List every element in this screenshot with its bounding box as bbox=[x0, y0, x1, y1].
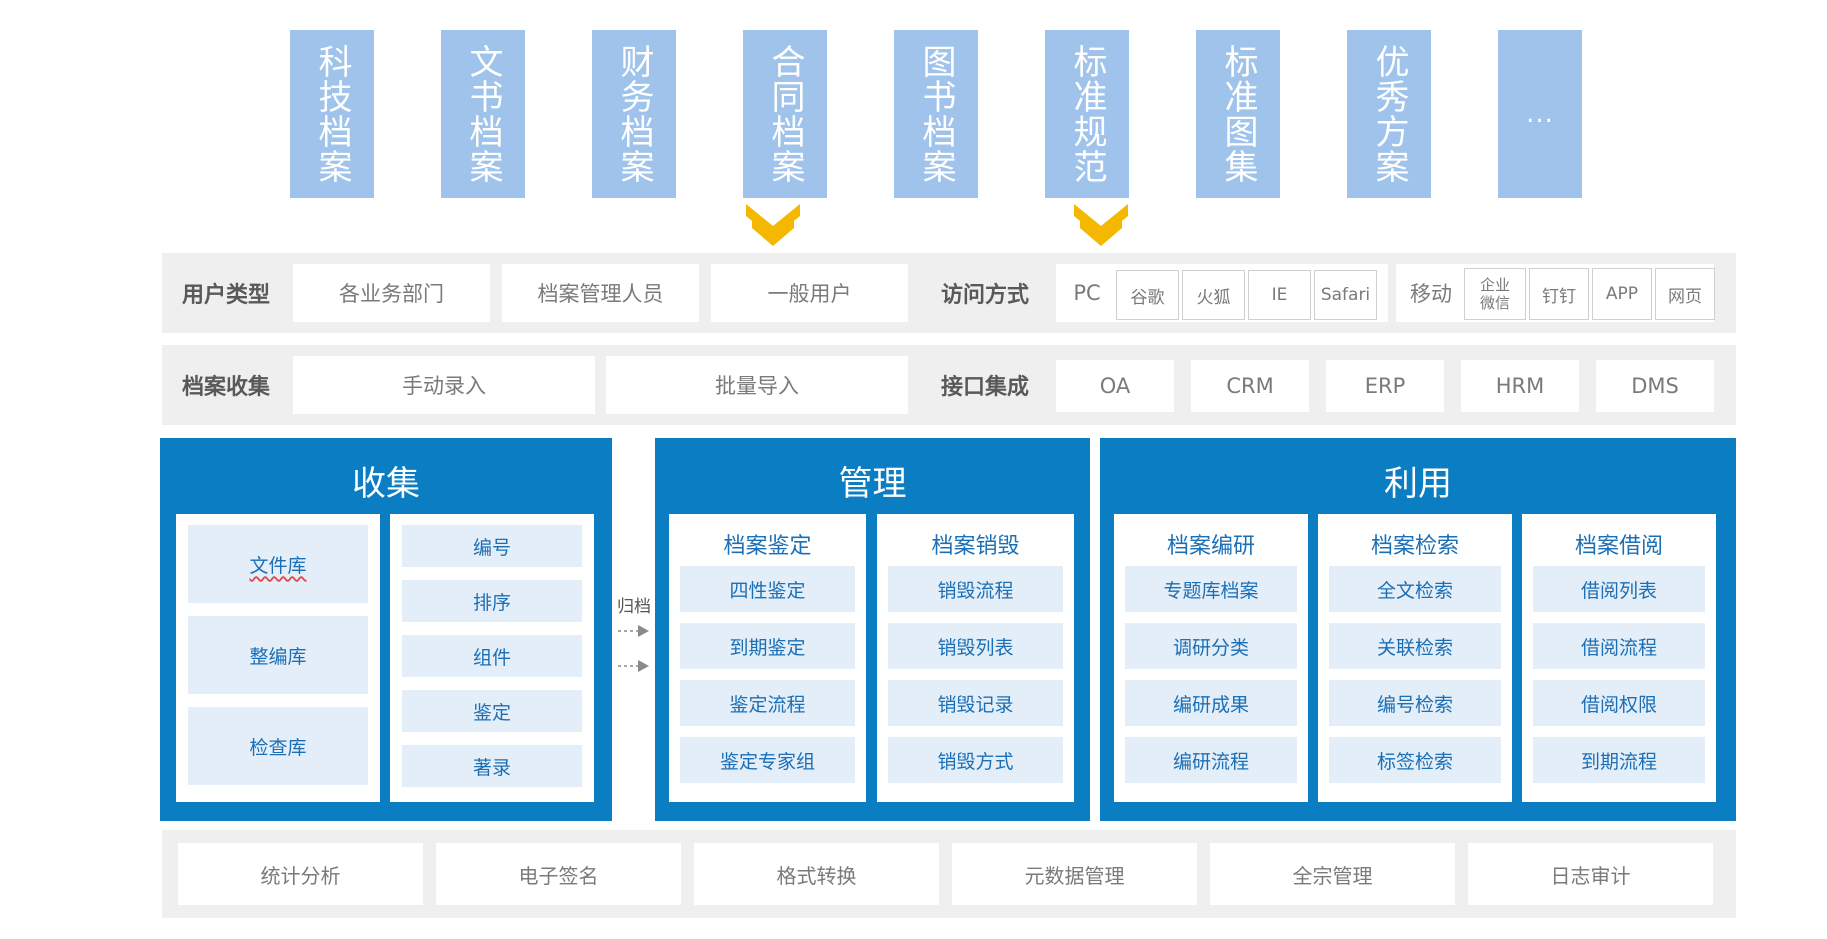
collection-method: 批量导入 bbox=[606, 356, 908, 414]
archive-tile-more: ... bbox=[1498, 30, 1582, 198]
collection-method: 手动录入 bbox=[293, 356, 595, 414]
step-item: 编号 bbox=[402, 525, 582, 567]
archive-tile-books: 图书档案 bbox=[894, 30, 978, 198]
browser-item: IE bbox=[1248, 270, 1311, 320]
compilation-item: 专题库档案 bbox=[1125, 566, 1297, 612]
appraisal-item: 鉴定专家组 bbox=[680, 737, 855, 783]
library-item: 整编库 bbox=[188, 616, 368, 694]
step-item: 组件 bbox=[402, 635, 582, 677]
browser-item: 火狐 bbox=[1182, 270, 1245, 320]
compilation-group-title: 档案编研 bbox=[1166, 534, 1255, 559]
feature-item: 统计分析 bbox=[178, 843, 423, 905]
collect-panel-title: 收集 bbox=[352, 464, 420, 504]
integration-system: CRM bbox=[1191, 360, 1309, 412]
borrowing-item: 到期流程 bbox=[1533, 737, 1705, 783]
chevron-down-icon bbox=[1074, 204, 1128, 246]
destruction-item: 销毁列表 bbox=[888, 623, 1063, 669]
mobile-label: 移动 bbox=[1410, 282, 1452, 306]
destruction-group-title: 档案销毁 bbox=[931, 534, 1020, 559]
archive-tile-contract: 合同档案 bbox=[743, 30, 827, 198]
archive-tile-tech: 科技档案 bbox=[290, 30, 374, 198]
compilation-item: 编研流程 bbox=[1125, 737, 1297, 783]
integration-system: DMS bbox=[1596, 360, 1714, 412]
integration-system: HRM bbox=[1461, 360, 1579, 412]
user-type-label: 用户类型 bbox=[182, 283, 271, 308]
interface-integration-label: 接口集成 bbox=[941, 375, 1030, 400]
search-item: 全文检索 bbox=[1329, 566, 1501, 612]
mobile-item: 网页 bbox=[1655, 268, 1715, 320]
appraisal-item: 到期鉴定 bbox=[680, 623, 855, 669]
borrowing-group-title: 档案借阅 bbox=[1574, 534, 1663, 559]
archive-tile-atlas: 标准图集 bbox=[1196, 30, 1280, 198]
feature-item: 格式转换 bbox=[694, 843, 939, 905]
search-item: 关联检索 bbox=[1329, 623, 1501, 669]
user-type-item: 各业务部门 bbox=[293, 264, 490, 322]
archive-tile-excellent-plans: 优秀方案 bbox=[1347, 30, 1431, 198]
arrow-right-icon bbox=[618, 625, 649, 637]
compilation-item: 编研成果 bbox=[1125, 680, 1297, 726]
compilation-item: 调研分类 bbox=[1125, 623, 1297, 669]
browser-item: Safari bbox=[1314, 270, 1377, 320]
feature-item: 电子签名 bbox=[436, 843, 681, 905]
destruction-item: 销毁记录 bbox=[888, 680, 1063, 726]
search-group-title: 档案检索 bbox=[1370, 534, 1459, 559]
chevron-down-icon bbox=[746, 204, 800, 246]
manage-panel-title: 管理 bbox=[838, 464, 907, 504]
library-item: 文件库 bbox=[188, 525, 368, 603]
search-item: 编号检索 bbox=[1329, 680, 1501, 726]
destruction-item: 销毁流程 bbox=[888, 566, 1063, 612]
appraisal-item: 四性鉴定 bbox=[680, 566, 855, 612]
arrow-right-icon bbox=[618, 660, 649, 672]
pc-label: PC bbox=[1073, 281, 1101, 305]
mobile-item: APP bbox=[1592, 268, 1652, 320]
access-method-label: 访问方式 bbox=[941, 283, 1030, 308]
feature-item: 元数据管理 bbox=[952, 843, 1197, 905]
user-type-item: 一般用户 bbox=[711, 264, 908, 322]
integration-system: ERP bbox=[1326, 360, 1444, 412]
feature-item: 日志审计 bbox=[1468, 843, 1713, 905]
destruction-item: 销毁方式 bbox=[888, 737, 1063, 783]
archive-collection-label: 档案收集 bbox=[182, 375, 271, 400]
archive-arrow-label: 归档 bbox=[617, 597, 651, 617]
browser-item: 谷歌 bbox=[1116, 270, 1179, 320]
mobile-item: 企业 微信 bbox=[1464, 268, 1526, 320]
integration-system: OA bbox=[1056, 360, 1174, 412]
mobile-item: 钉钉 bbox=[1529, 268, 1589, 320]
user-type-item: 档案管理人员 bbox=[502, 264, 699, 322]
step-item: 排序 bbox=[402, 580, 582, 622]
step-item: 鉴定 bbox=[402, 690, 582, 732]
borrowing-item: 借阅列表 bbox=[1533, 566, 1705, 612]
step-item: 著录 bbox=[402, 745, 582, 787]
archive-tile-standards: 标准规范 bbox=[1045, 30, 1129, 198]
borrowing-item: 借阅流程 bbox=[1533, 623, 1705, 669]
search-item: 标签检索 bbox=[1329, 737, 1501, 783]
archive-tile-document: 文书档案 bbox=[441, 30, 525, 198]
archive-tile-finance: 财务档案 bbox=[592, 30, 676, 198]
appraisal-item: 鉴定流程 bbox=[680, 680, 855, 726]
appraisal-group-title: 档案鉴定 bbox=[723, 534, 812, 559]
library-item: 检查库 bbox=[188, 707, 368, 785]
borrowing-item: 借阅权限 bbox=[1533, 680, 1705, 726]
use-panel-title: 利用 bbox=[1384, 464, 1452, 504]
feature-item: 全宗管理 bbox=[1210, 843, 1455, 905]
